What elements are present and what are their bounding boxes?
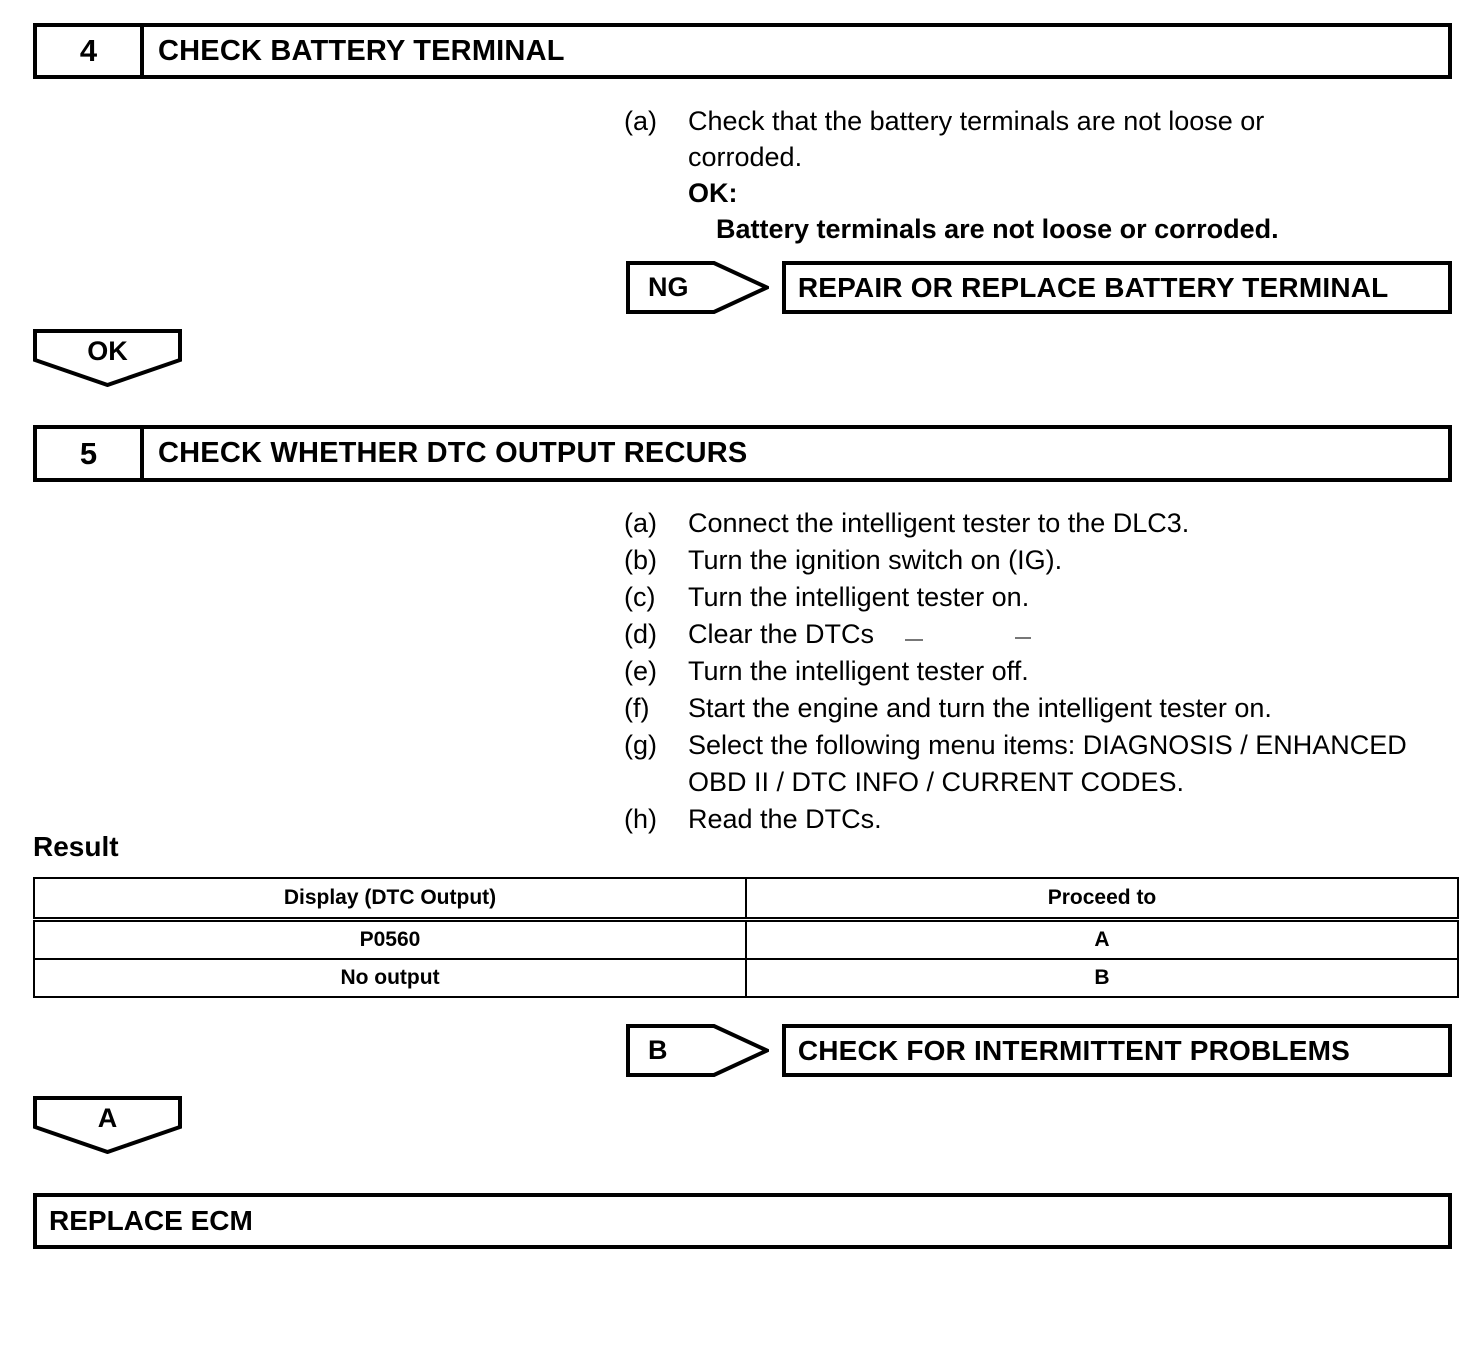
step-5-procedures: (a) Connect the intelligent tester to th… [624, 505, 1424, 838]
procedure-marker: (a) [624, 508, 657, 538]
step-4-ok-label: OK: [688, 178, 738, 208]
a-branch: A [33, 1096, 182, 1154]
table-header-cell: Proceed to [745, 877, 1459, 922]
table-row: P0560 A [33, 918, 1459, 960]
step-4-number: 4 [37, 27, 144, 75]
procedure-text: Connect the intelligent tester to the DL… [688, 508, 1190, 538]
b-arrow-icon: B [626, 1024, 769, 1077]
procedure-text: Turn the intelligent tester on. [688, 582, 1030, 612]
procedure-text: Clear the DTCs [688, 619, 875, 649]
ng-action-box: REPAIR OR REPLACE BATTERY TERMINAL [781, 261, 1452, 314]
ng-branch: NG REPAIR OR REPLACE BATTERY TERMINAL [626, 261, 1452, 314]
step-5-number: 5 [37, 429, 144, 478]
procedure-item: (f) Start the engine and turn the intell… [624, 690, 1424, 727]
procedure-item: (h) Read the DTCs. [624, 801, 1424, 838]
result-table: Display (DTC Output) Proceed to P0560 A … [33, 877, 1459, 998]
step-4-title: CHECK BATTERY TERMINAL [158, 34, 565, 67]
ok-arrow-label: OK [87, 335, 128, 366]
procedure-text: Turn the intelligent tester off. [688, 656, 1029, 686]
b-branch: B CHECK FOR INTERMITTENT PROBLEMS [626, 1024, 1452, 1077]
procedure-text: Select the following menu items: DIAGNOS… [688, 730, 1407, 797]
procedure-text: Start the engine and turn the intelligen… [688, 693, 1272, 723]
procedure-item: (c) Turn the intelligent tester on. [624, 579, 1424, 616]
procedure-item: (d) Clear the DTCs [624, 616, 1424, 653]
step-4-ok-value: Battery terminals are not loose or corro… [716, 214, 1279, 244]
ok-branch: OK [33, 329, 182, 387]
procedure-marker: (b) [624, 545, 657, 575]
scan-artifact [1015, 637, 1031, 639]
result-label: Result [33, 831, 119, 862]
procedure-marker: (d) [624, 619, 657, 649]
table-cell-display: No output [33, 958, 747, 998]
a-arrow-label: A [97, 1102, 118, 1133]
procedure-text: Turn the ignition switch on (IG). [688, 545, 1063, 575]
procedure-item: (a) Check that the battery terminals are… [624, 103, 1384, 175]
procedure-marker: (c) [624, 582, 656, 612]
step-5-title: CHECK WHETHER DTC OUTPUT RECURS [158, 437, 748, 469]
ng-arrow-label: NG [648, 272, 689, 302]
b-arrow-label: B [648, 1035, 668, 1065]
procedure-text: Read the DTCs. [688, 804, 882, 834]
step-4-header: 4 CHECK BATTERY TERMINAL [33, 23, 1452, 79]
step-4-procedures: (a) Check that the battery terminals are… [624, 103, 1384, 247]
table-cell-proceed: B [745, 958, 1459, 998]
procedure-item: (e) Turn the intelligent tester off. [624, 653, 1424, 690]
table-cell-display: P0560 [33, 918, 747, 960]
procedure-marker: (g) [624, 730, 657, 760]
procedure-item: (a) Connect the intelligent tester to th… [624, 505, 1424, 542]
final-action-box: REPLACE ECM [33, 1193, 1452, 1249]
table-header-row: Display (DTC Output) Proceed to [33, 877, 1459, 922]
procedure-marker: (e) [624, 656, 657, 686]
procedure-text: Check that the battery terminals are not… [688, 106, 1265, 172]
step-5-header: 5 CHECK WHETHER DTC OUTPUT RECURS [33, 425, 1452, 482]
ok-arrow-icon [33, 329, 182, 387]
table-header-cell: Display (DTC Output) [33, 877, 747, 922]
table-cell-proceed: A [745, 918, 1459, 960]
procedure-item: (g) Select the following menu items: DIA… [624, 727, 1424, 801]
ng-arrow-icon: NG [626, 261, 769, 314]
b-action-box: CHECK FOR INTERMITTENT PROBLEMS [781, 1024, 1452, 1077]
a-arrow-icon [33, 1096, 182, 1154]
scan-artifact [905, 639, 923, 641]
procedure-marker: (f) [624, 693, 650, 723]
procedure-marker: (h) [624, 804, 657, 834]
table-row: No output B [33, 958, 1459, 998]
procedure-marker: (a) [624, 106, 657, 136]
procedure-item: (b) Turn the ignition switch on (IG). [624, 542, 1424, 579]
